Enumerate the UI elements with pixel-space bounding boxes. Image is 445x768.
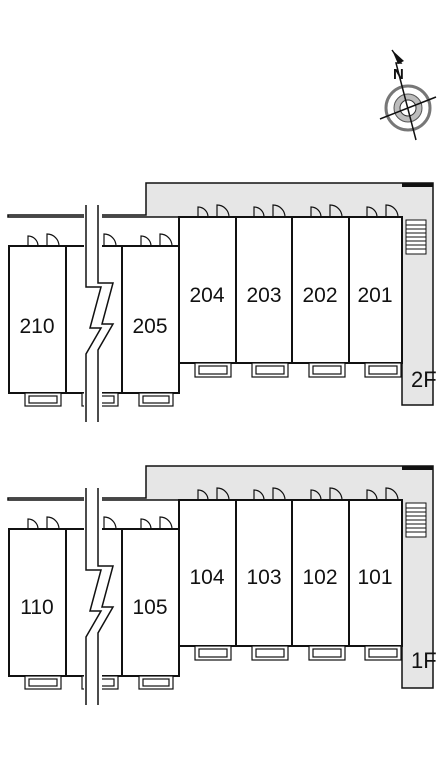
room-201-label: 201: [357, 284, 392, 307]
floor-1f-plan: 110 105 104 103 102 101 1F: [7, 465, 437, 706]
compass-icon: N: [379, 49, 437, 141]
floor-2f-plan: 210 205 204 203 202 201 2F: [7, 182, 437, 423]
room-210-label: 210: [19, 315, 54, 338]
room-101-label: 101: [357, 566, 392, 589]
room-105-label: 105: [132, 596, 167, 619]
room-104-label: 104: [189, 566, 224, 589]
room-110-label: 110: [20, 596, 53, 619]
floor-1f-label: 1F: [411, 648, 437, 673]
room-203-label: 203: [246, 284, 281, 307]
room-204-label: 204: [189, 284, 224, 307]
floor-2f-label: 2F: [411, 367, 437, 392]
room-205-label: 205: [132, 315, 167, 338]
room-202-label: 202: [302, 284, 337, 307]
room-103-label: 103: [246, 566, 281, 589]
compass-north-label: N: [393, 66, 404, 83]
room-102-label: 102: [302, 566, 337, 589]
